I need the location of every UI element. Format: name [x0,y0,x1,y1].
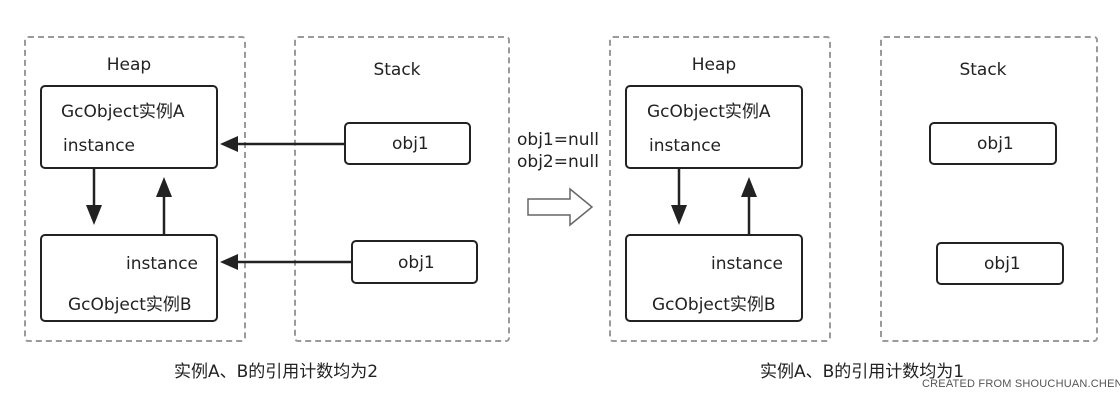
right-stack-region [880,36,1098,342]
left-instance-b-name: GcObject实例B [68,295,192,315]
right-instance-b-field: instance [711,254,784,274]
right-stack-var-bottom [936,242,1064,285]
left-stack-var-bottom-label: obj1 [398,253,435,273]
right-arrow-a-to-b [671,169,687,225]
transition-line-2: obj2=null [517,152,599,172]
transition-line-1: obj1=null [517,130,599,150]
left-instance-a-field: instance [63,136,136,156]
right-stack-var-top [929,122,1057,165]
credit-watermark: CREATED FROM SHOUCHUAN.CHEN [922,378,1120,390]
right-caption: 实例A、B的引用计数均为1 [760,362,965,382]
right-heap-region [609,36,831,342]
left-arrow-b-to-a [156,177,172,234]
left-instance-b-box [40,234,218,322]
right-instance-b-name: GcObject实例B [652,295,776,315]
right-instance-a-field: instance [649,136,722,156]
right-stack-title: Stack [959,60,1007,80]
right-instance-a-name: GcObject实例A [647,102,771,122]
left-stack-var-top-label: obj1 [392,134,429,154]
right-instance-a-box [625,85,803,169]
right-stack-var-bottom-label: obj1 [984,254,1021,274]
left-heap-region [24,36,246,342]
right-stack-var-top-label: obj1 [977,134,1014,154]
right-arrow-b-to-a [741,177,757,234]
left-instance-a-name: GcObject实例A [61,102,185,122]
right-instance-b-box [625,234,803,322]
left-caption: 实例A、B的引用计数均为2 [174,362,379,382]
left-stack-var-bottom [351,240,478,284]
left-stack-var-top [344,122,471,165]
left-arrow-stack-bottom-to-b [220,254,351,270]
left-instance-a-box [40,85,218,169]
left-heap-title: Heap [106,55,152,75]
right-heap-title: Heap [691,55,737,75]
transition-arrow-icon [527,187,594,227]
left-stack-title: Stack [373,60,421,80]
left-stack-region [294,36,510,342]
left-instance-b-field: instance [126,254,199,274]
left-arrow-a-to-b [86,169,102,225]
left-arrow-stack-top-to-a [220,136,344,152]
